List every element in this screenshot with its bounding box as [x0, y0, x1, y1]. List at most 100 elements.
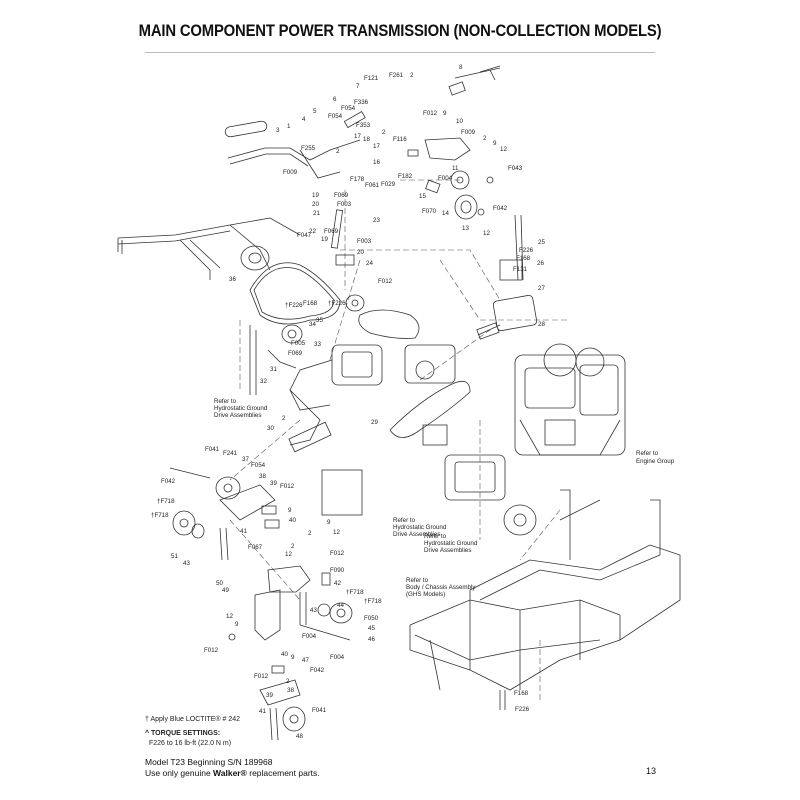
callout-c69: 35: [316, 317, 323, 324]
refer-hydro-3-line-1: Refer to: [424, 533, 447, 540]
callout-c71: F005: [291, 340, 306, 347]
callout-c95: F067: [248, 544, 263, 551]
callout-c30: 11: [452, 165, 459, 172]
torque-heading: ^ TORQUE SETTINGS:: [145, 730, 221, 737]
callout-c123: 38: [287, 687, 294, 694]
callout-c64: 27: [538, 285, 545, 292]
callout-c49: 12: [483, 230, 490, 237]
callout-c70: 28: [538, 321, 545, 328]
callout-c5: 7: [356, 83, 360, 90]
callout-c85: F012: [280, 483, 295, 490]
callout-c82: F054: [251, 462, 266, 469]
callout-c40: 20: [312, 201, 319, 208]
callout-c48: 13: [462, 225, 469, 232]
callout-c87: †F718: [157, 498, 175, 505]
chassis-frame: [409, 489, 681, 710]
callout-c79: F041: [205, 446, 220, 453]
callout-c38: F069: [334, 192, 349, 199]
callout-c86: 39: [270, 480, 277, 487]
callout-c78: 29: [371, 419, 378, 426]
callout-c110: 9: [235, 621, 239, 628]
callout-c92: 12: [333, 529, 340, 536]
callout-c107: 43: [310, 607, 317, 614]
callout-c39: 19: [312, 192, 319, 199]
callout-c91: 9: [327, 519, 331, 526]
callout-c115: F012: [204, 647, 219, 654]
callout-c89: 9: [288, 507, 292, 514]
refer-hydro-note-1: Refer to Hydrostatic Ground Drive Assemb…: [214, 398, 268, 419]
callout-c44: 14: [442, 210, 449, 217]
callout-c59: 26: [537, 260, 544, 267]
callout-c128: F168: [514, 690, 529, 697]
callout-c50: F047: [297, 232, 312, 239]
callout-c120: F042: [310, 667, 325, 674]
callout-c122: 2: [286, 678, 290, 685]
refer-hydro-2-line-2: Hydrostatic Ground: [393, 524, 447, 531]
refer-hydro-1-line-2: Hydrostatic Ground: [214, 405, 268, 412]
callout-c125: 41: [259, 708, 266, 715]
callout-c63: F012: [378, 278, 393, 285]
callout-c84: 38: [259, 473, 266, 480]
callout-c105: †F718: [346, 589, 364, 596]
callout-c51: 22: [309, 228, 316, 235]
callout-c2: F121: [364, 75, 379, 82]
footer-prefix: Use only genuine: [145, 767, 214, 778]
center-pulleys: [249, 209, 365, 395]
refer-hydro-1-line-3: Drive Assemblies: [214, 412, 261, 419]
callout-c4: 2: [410, 72, 414, 79]
callout-c15: F012: [423, 110, 438, 117]
callout-c75: 32: [260, 378, 267, 385]
callout-c58: F168: [516, 255, 531, 262]
upper-pulley-group: [407, 137, 494, 220]
callout-c53: 19: [321, 236, 328, 243]
brand-name: Walker®: [213, 767, 247, 778]
callout-c32: F009: [283, 169, 298, 176]
callout-c81: 37: [242, 456, 249, 463]
callout-c112: 45: [368, 625, 375, 632]
callout-c19: F009: [461, 129, 476, 136]
refer-engine-line-2: Engine Group: [636, 458, 675, 465]
page-title: MAIN COMPONENT POWER TRANSMISSION (NON-C…: [138, 22, 662, 40]
callout-c8: F054: [341, 105, 356, 112]
footer: Model T23 Beginning S/N 189968 Use only …: [145, 757, 320, 778]
callout-c60: 24: [366, 260, 373, 267]
callout-c31: F043: [508, 165, 523, 172]
callout-c1: 8: [459, 64, 463, 71]
callout-c52: F069: [324, 228, 339, 235]
callout-c37: F029: [381, 181, 396, 188]
refer-body-note: Refer to Body / Chassis Assembly (GHS Mo…: [406, 577, 476, 598]
callout-c99: 51: [171, 553, 178, 560]
callout-c41: F003: [337, 201, 352, 208]
callout-c57: F226: [519, 247, 534, 254]
refer-hydro-note-2: Refer to Hydrostatic Ground Drive Assemb…: [393, 517, 447, 538]
refer-hydro-1-line-1: Refer to: [214, 398, 237, 405]
callout-c34: F182: [398, 173, 413, 180]
callout-c93: 41: [240, 528, 247, 535]
callout-c96: 2: [291, 543, 295, 550]
callout-c26: 17: [373, 143, 380, 150]
callout-c117: 9: [291, 654, 295, 661]
refer-hydro-3-line-2: Hydrostatic Ground: [424, 540, 478, 547]
callout-c101: F090: [330, 567, 345, 574]
drive-belts: [249, 262, 471, 438]
callout-c35: F004: [438, 175, 453, 182]
callout-c124: 39: [266, 692, 273, 699]
refer-body-line-1: Refer to: [406, 577, 429, 584]
callout-c111: F050: [364, 615, 379, 622]
refer-body-line-2: Body / Chassis Assembly: [406, 584, 476, 591]
page-number: 13: [646, 766, 657, 776]
callout-c103: 42: [334, 580, 341, 587]
callout-c14: F353: [356, 122, 371, 129]
callout-c80: F241: [223, 450, 238, 457]
callout-c12: 1: [287, 123, 291, 130]
callout-c17: 10: [456, 118, 463, 125]
loctite-note: † Apply Blue LOCTITE® # 242: [145, 716, 241, 723]
callout-c16: 9: [443, 110, 447, 117]
callout-c28: 2: [336, 148, 340, 155]
assembly-guide-lines: [229, 179, 570, 700]
callout-c56: 20: [357, 249, 364, 256]
callout-c106: †F718: [364, 598, 382, 605]
callout-c121: F012: [254, 673, 269, 680]
